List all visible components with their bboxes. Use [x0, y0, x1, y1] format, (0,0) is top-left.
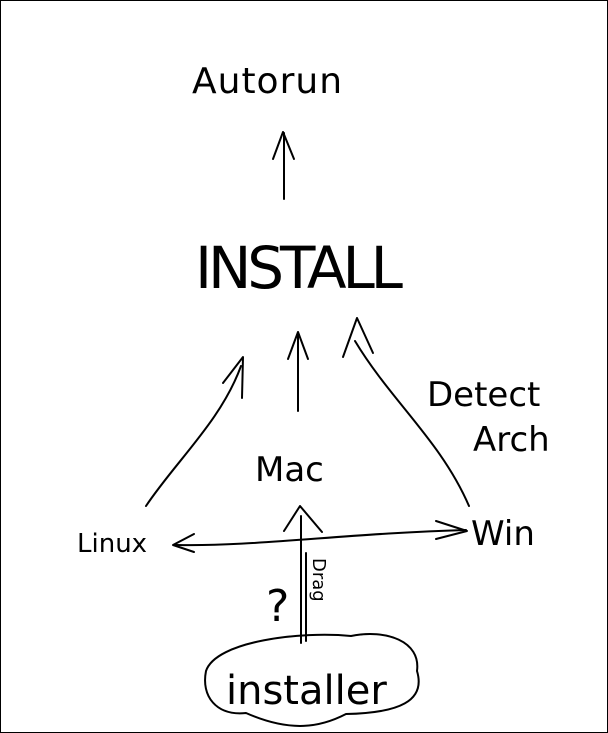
arrow-mac-to-install: [287, 331, 309, 412]
arrow-win-to-install: [342, 317, 470, 507]
label-arch: Arch: [473, 420, 550, 460]
label-side-right: Drag: [308, 558, 329, 602]
arrow-to-linux-and-win: [172, 520, 468, 553]
installer-cloud-outline: [204, 633, 420, 727]
node-linux: Linux: [77, 529, 147, 559]
node-autorun: Autorun: [192, 61, 343, 102]
node-mac: Mac: [255, 450, 324, 490]
node-installer: installer: [226, 668, 387, 714]
label-detect: Detect: [427, 375, 540, 415]
node-win: Win: [471, 514, 535, 554]
arrow-installer-to-mac: [283, 505, 323, 644]
arrow-install-to-autorun: [272, 131, 295, 200]
label-side-left: ?: [266, 581, 289, 632]
arrow-linux-to-install: [145, 356, 244, 507]
node-install: INSTALL: [195, 234, 407, 302]
